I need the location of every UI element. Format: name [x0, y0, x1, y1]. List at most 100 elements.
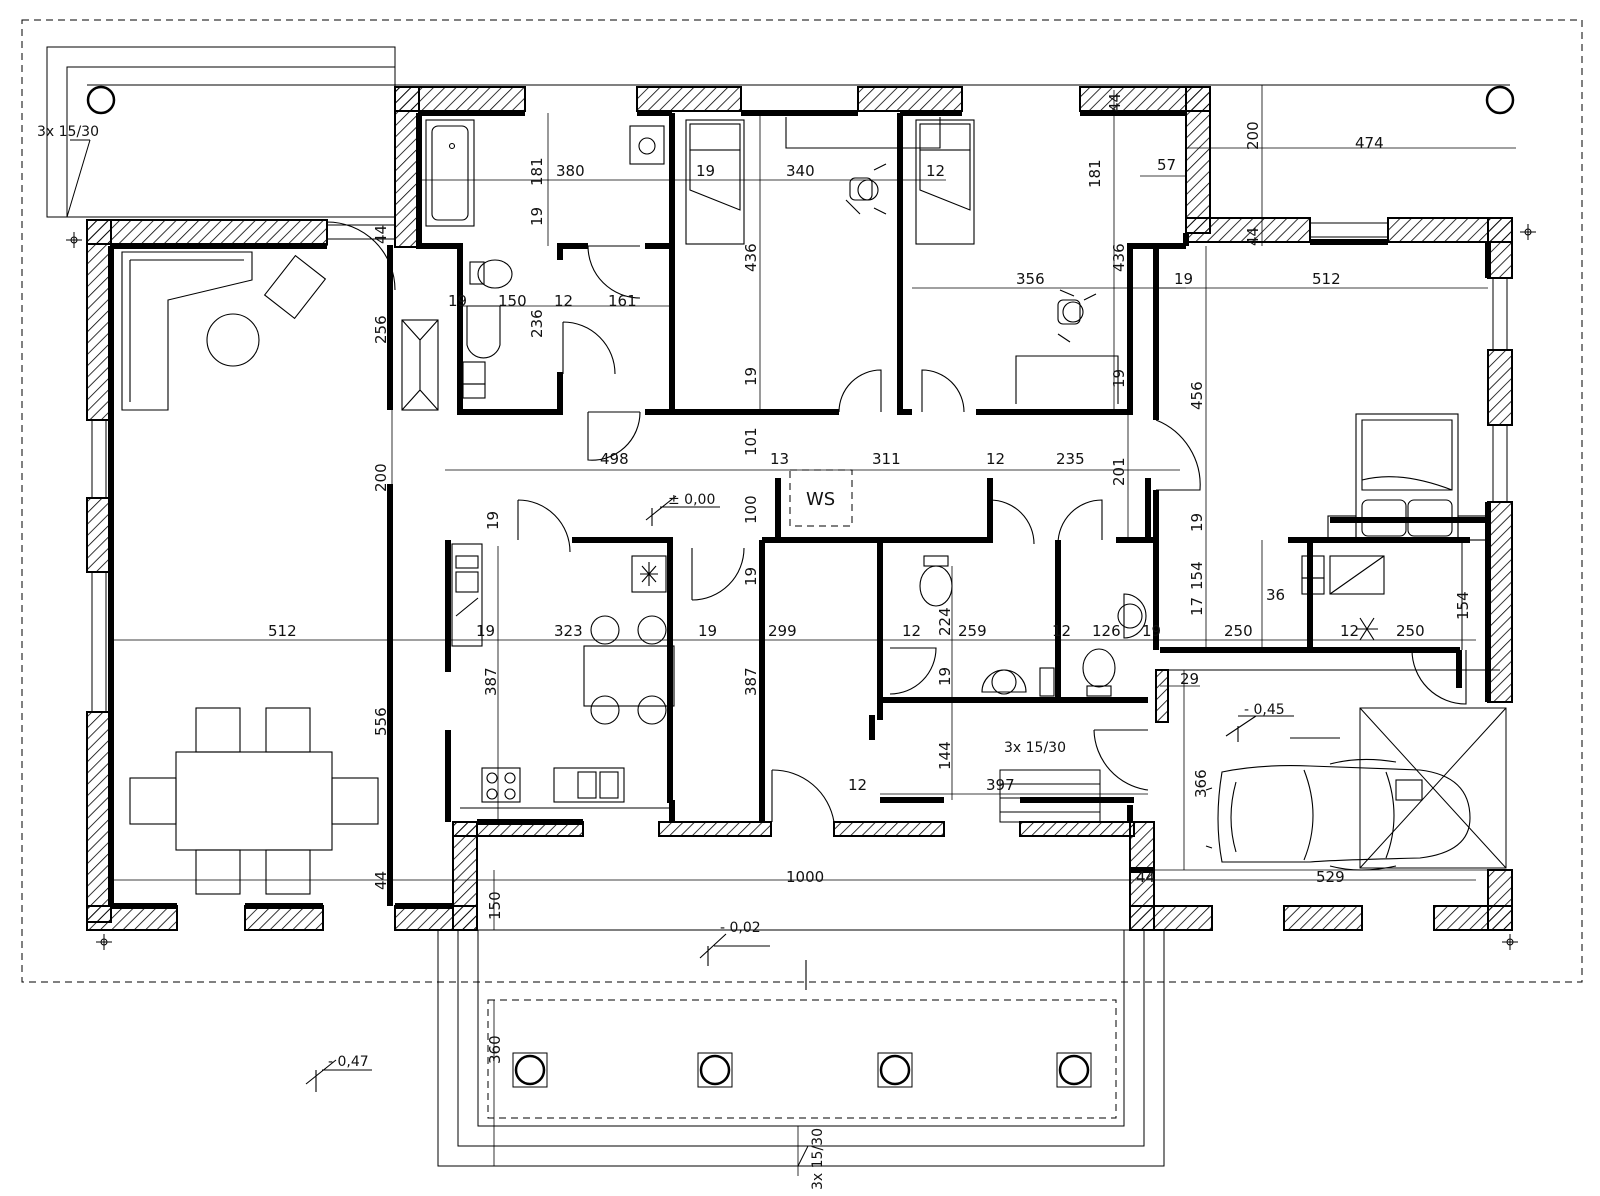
- stair-label-garage: 3x 15/30: [1004, 740, 1066, 756]
- windows: [91, 222, 1508, 712]
- living-room-furniture: [121, 251, 439, 895]
- dim-154-a: 154: [1188, 561, 1206, 590]
- dim-29: 29: [1180, 670, 1199, 688]
- dim-250-b: 250: [1396, 622, 1425, 640]
- dim-181-a: 181: [528, 157, 546, 186]
- dim-19-b: 19: [528, 207, 546, 226]
- dim-200-b: 200: [372, 463, 390, 492]
- dim-397: 397: [986, 776, 1015, 794]
- stair-label-top: 3x 15/30: [37, 124, 99, 140]
- dim-201: 201: [1110, 457, 1128, 486]
- dim-380: 380: [556, 162, 585, 180]
- dim-512-a: 512: [1312, 270, 1341, 288]
- survey-markers: [66, 224, 1536, 950]
- dim-474: 474: [1355, 134, 1384, 152]
- dim-150-a: 150: [498, 292, 527, 310]
- dim-144: 144: [936, 741, 954, 770]
- dim-12-f: 12: [1340, 622, 1359, 640]
- dim-200-a: 200: [1244, 121, 1262, 150]
- dim-299: 299: [768, 622, 797, 640]
- bathroom-north-fixtures: [425, 119, 665, 399]
- dim-19-k: 19: [698, 622, 717, 640]
- dim-12-a: 12: [926, 162, 945, 180]
- terrace-dash: [487, 999, 1117, 1119]
- stair-label-terrace: 3x 15/30: [810, 1128, 826, 1190]
- north-canopy: [46, 46, 1510, 218]
- dim-456: 456: [1188, 381, 1206, 410]
- dim-556: 556: [372, 707, 390, 736]
- workspace-label: WS: [806, 489, 835, 510]
- dim-250-a: 250: [1224, 622, 1253, 640]
- dim-356: 356: [1016, 270, 1045, 288]
- dim-13: 13: [770, 450, 789, 468]
- dim-19-f: 19: [1110, 369, 1128, 388]
- terrace: [437, 929, 1165, 1167]
- dim-19-i: 19: [1188, 513, 1206, 532]
- level-garage: - 0,45: [1244, 702, 1285, 718]
- dim-236: 236: [528, 309, 546, 338]
- bedroom-1-furniture: [685, 117, 941, 245]
- dimension-lines: [111, 85, 1516, 1176]
- column-ne: [1485, 85, 1515, 115]
- dim-529: 529: [1316, 868, 1345, 886]
- dim-19-a: 19: [696, 162, 715, 180]
- dim-498: 498: [600, 450, 629, 468]
- dim-323: 323: [554, 622, 583, 640]
- dim-181-b: 181: [1086, 159, 1104, 188]
- dim-1000: 1000: [786, 868, 824, 886]
- garage-gate-lines: [1160, 540, 1507, 869]
- dim-36: 36: [1266, 586, 1285, 604]
- column-nw: [86, 85, 116, 115]
- car-symbol: [1205, 758, 1471, 871]
- dim-19-g: 19: [484, 511, 502, 530]
- dim-19-h: 19: [742, 567, 760, 586]
- dim-387-b: 387: [742, 667, 760, 696]
- exterior-walls: [86, 86, 1513, 931]
- dim-235: 235: [1056, 450, 1085, 468]
- dim-436-a: 436: [742, 243, 760, 272]
- level-markers: [305, 495, 1340, 1092]
- dim-44-a: 44: [372, 225, 390, 244]
- dim-259: 259: [958, 622, 987, 640]
- dim-57: 57: [1157, 156, 1176, 174]
- dim-366: 366: [1192, 769, 1210, 798]
- dim-44-b: 44: [1106, 93, 1124, 112]
- dimension-labels: 380 19 340 12 57 474 356 19 512 19 150 1…: [268, 93, 1472, 1064]
- master-bedroom-furniture: [1327, 413, 1487, 543]
- roof-outline: [21, 19, 1583, 983]
- dim-12-g: 12: [848, 776, 867, 794]
- door-swings: [326, 221, 1467, 823]
- dim-387-a: 387: [482, 667, 500, 696]
- dim-340: 340: [786, 162, 815, 180]
- interior-walls: [108, 110, 1491, 909]
- dim-360: 360: [486, 1035, 504, 1064]
- dim-12-e: 12: [1052, 622, 1071, 640]
- dim-19-e: 19: [742, 367, 760, 386]
- level-main: ± 0,00: [668, 492, 715, 508]
- dim-101: 101: [742, 427, 760, 456]
- dim-12-d: 12: [902, 622, 921, 640]
- dim-436-b: 436: [1110, 243, 1128, 272]
- bedroom-2-furniture: [915, 119, 1119, 404]
- dim-150-b: 150: [486, 891, 504, 920]
- dim-154-b: 154: [1454, 591, 1472, 620]
- dim-311: 311: [872, 450, 901, 468]
- dim-12-c: 12: [986, 450, 1005, 468]
- kitchen-furniture: [451, 543, 675, 809]
- dim-17: 17: [1188, 597, 1206, 616]
- dim-19-c: 19: [1174, 270, 1193, 288]
- terrace-columns: [512, 1052, 1092, 1088]
- dim-12-b: 12: [554, 292, 573, 310]
- dim-44-e: 44: [372, 871, 390, 890]
- dim-19-d: 19: [448, 292, 467, 310]
- dim-19-m: 19: [936, 667, 954, 686]
- level-ground: - 0,47: [328, 1054, 369, 1070]
- level-terrace: - 0,02: [720, 920, 761, 936]
- dim-19-j: 19: [476, 622, 495, 640]
- garage-stair: [999, 769, 1101, 823]
- dim-44-c: 44: [1244, 227, 1262, 246]
- utility-room-fixtures: [1301, 555, 1385, 641]
- dim-161: 161: [608, 292, 637, 310]
- dim-512-b: 512: [268, 622, 297, 640]
